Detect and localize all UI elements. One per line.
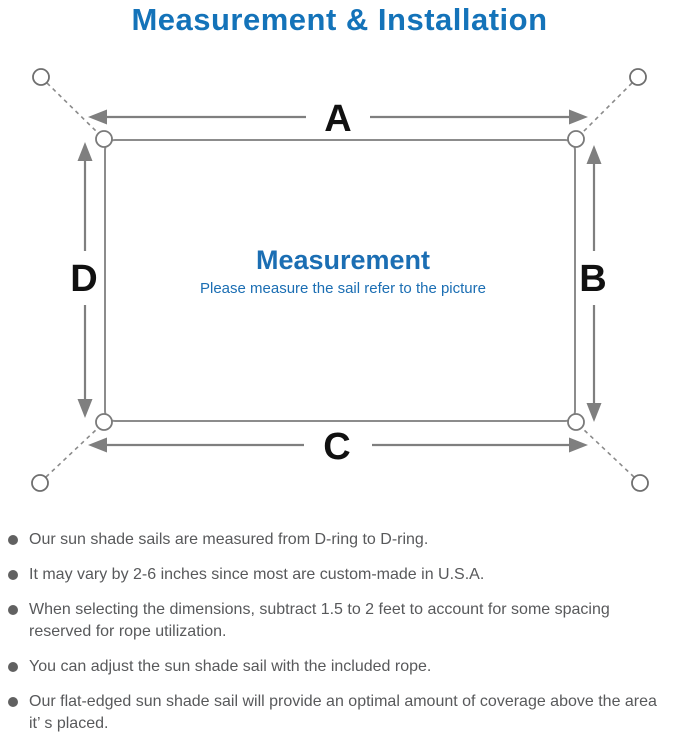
d-ring-icon [95, 413, 113, 431]
bullet-icon [8, 697, 18, 707]
note-text: Our sun shade sails are measured from D-… [29, 531, 429, 548]
page-title: Measurement & Installation [131, 2, 548, 37]
measurement-diagram: A C D B Measurement Please meas [0, 55, 679, 520]
dimension-arrow-c: C [88, 426, 588, 468]
list-item: Our flat-edged sun shade sail will provi… [8, 691, 665, 735]
note-text: You can adjust the sun shade sail with t… [29, 658, 432, 675]
dim-label-a: A [324, 98, 351, 140]
rope-line-top-right [581, 82, 633, 134]
diagram-center-title: Measurement [256, 245, 430, 275]
list-item: Our sun shade sails are measured from D-… [8, 529, 665, 551]
rope-line-bottom-left [45, 427, 99, 478]
note-text: Our flat-edged sun shade sail will provi… [29, 693, 657, 732]
dim-label-d: D [70, 258, 97, 300]
dimension-arrow-b: B [579, 145, 607, 422]
anchor-point-icon [631, 474, 649, 492]
sail-outline [104, 139, 576, 422]
d-ring-icon [567, 130, 585, 148]
bullet-icon [8, 570, 18, 580]
rope-line-bottom-right [581, 427, 635, 478]
diagram-center-subtitle: Please measure the sail refer to the pic… [200, 280, 486, 297]
list-item: You can adjust the sun shade sail with t… [8, 656, 665, 678]
anchor-point-icon [629, 68, 647, 86]
d-ring-icon [567, 413, 585, 431]
rope-line-top-left [46, 82, 99, 134]
bullet-icon [8, 605, 18, 615]
anchor-point-icon [31, 474, 49, 492]
anchor-point-icon [32, 68, 50, 86]
note-text: When selecting the dimensions, subtract … [29, 601, 610, 640]
dim-label-c: C [323, 426, 350, 468]
bullet-icon [8, 662, 18, 672]
bullet-icon [8, 535, 18, 545]
notes-list: Our sun shade sails are measured from D-… [0, 529, 679, 748]
note-text: It may vary by 2-6 inches since most are… [29, 566, 485, 583]
list-item: It may vary by 2-6 inches since most are… [8, 564, 665, 586]
d-ring-icon [95, 130, 113, 148]
list-item: When selecting the dimensions, subtract … [8, 599, 665, 643]
dimension-arrow-a: A [88, 98, 588, 140]
dimension-arrow-d: D [70, 142, 98, 418]
dim-label-b: B [579, 258, 606, 300]
